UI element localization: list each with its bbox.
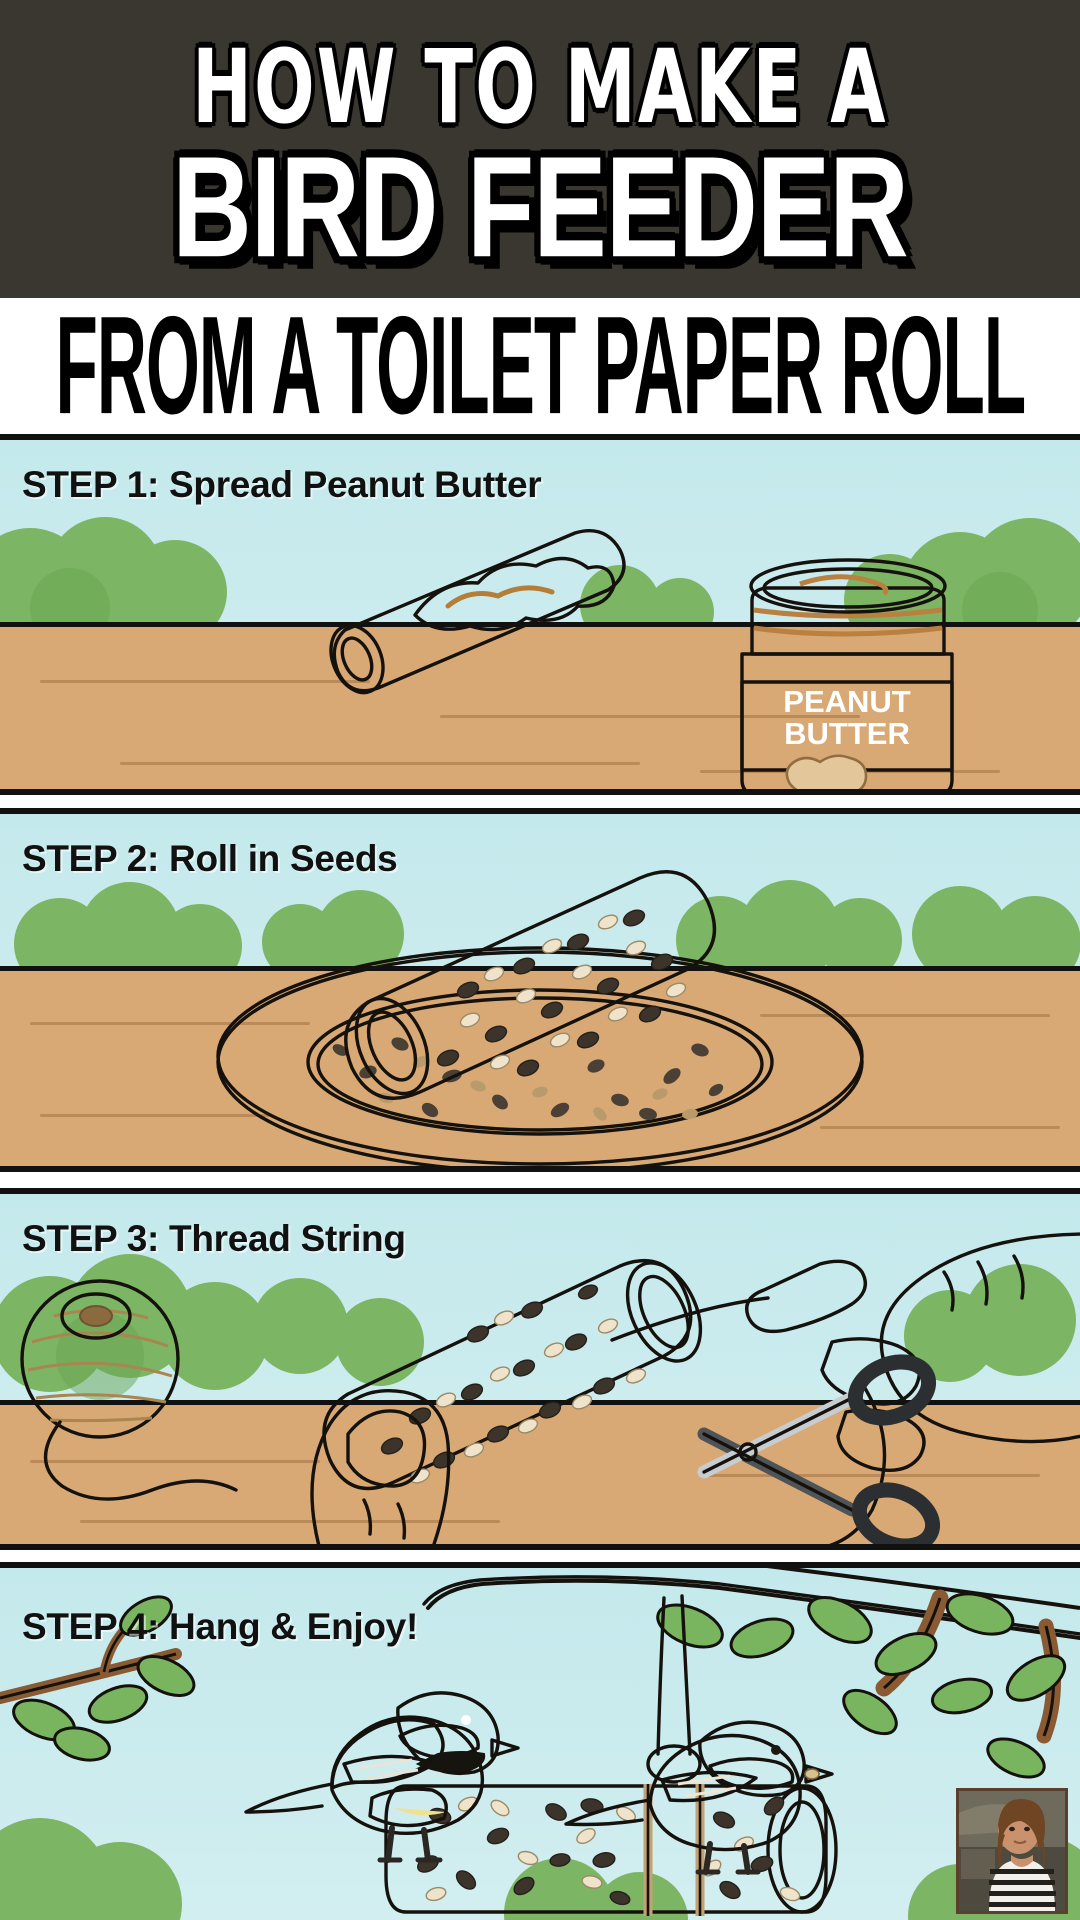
step-4-label: STEP 4: Hang & Enjoy!	[22, 1606, 418, 1647]
peanut-icon	[785, 754, 868, 789]
header-line-1: HOW TO MAKE A	[192, 27, 888, 147]
left-twig	[0, 1595, 196, 1762]
wood-grain-line	[820, 1126, 1060, 1129]
hedge-row	[0, 1818, 1080, 1920]
step-2-illustration	[216, 870, 864, 1166]
step-1-label: STEP 1: Spread Peanut Butter	[22, 464, 542, 505]
step-4-illustration	[0, 1568, 1080, 1920]
wooden-table-surface	[0, 1400, 1080, 1544]
hanging-bird-feeder	[384, 1784, 838, 1916]
birdseed-pile	[316, 996, 764, 1132]
peanut-butter-spread	[413, 556, 616, 632]
wood-grain-line	[760, 1014, 1050, 1017]
right-hand-threading-string	[745, 1232, 1080, 1472]
step-2-panel: STEP 2: Roll in Seeds	[0, 808, 1080, 1172]
step-3-illustration	[20, 1232, 1080, 1544]
tree-branch	[422, 1568, 1080, 1779]
wood-grain-line	[30, 1022, 310, 1025]
header-line-3: FROM A TOILET PAPER ROLL	[55, 288, 1026, 444]
white-plate	[216, 946, 864, 1166]
twine-ball	[20, 1279, 238, 1501]
toilet-paper-roll	[329, 528, 626, 695]
author-photo-thumbnail[interactable]	[956, 1788, 1068, 1914]
step-1-illustration: PEANUT BUTTER	[329, 528, 954, 789]
step-4-panel: STEP 4: Hang & Enjoy!	[0, 1562, 1080, 1920]
header-dark-banner: HOW TO MAKE A BIRD FEEDER	[0, 0, 1080, 298]
jar-label-line-2: BUTTER	[784, 716, 910, 751]
jar-label-line-1: PEANUT	[783, 684, 911, 719]
wood-grain-line	[40, 680, 370, 683]
hedge-row	[14, 880, 1080, 990]
step-3-panel: STEP 3: Thread String	[0, 1188, 1080, 1550]
wood-grain-line	[120, 762, 640, 765]
header-white-banner: FROM A TOILET PAPER ROLL	[0, 288, 1080, 444]
wooden-table-surface	[0, 622, 1080, 789]
peanut-butter-jar: PEANUT BUTTER	[740, 558, 954, 789]
thumbnail-photo	[959, 1791, 1065, 1911]
wood-grain-line	[700, 1474, 1040, 1477]
left-hand-holding-roll	[310, 1389, 451, 1544]
step-3-label: STEP 3: Thread String	[22, 1218, 406, 1259]
seed-coated-roll	[322, 1258, 703, 1491]
wood-grain-line	[80, 1520, 500, 1523]
scissors	[697, 1354, 941, 1544]
wood-grain-line	[30, 1460, 320, 1463]
header-line-2: BIRD FEEDER	[172, 127, 909, 289]
chickadee-bird	[244, 1691, 520, 1863]
wood-grain-line	[40, 1114, 270, 1117]
wood-grain-line	[440, 715, 860, 718]
sparrow-bird	[564, 1720, 834, 1875]
step-1-panel: PEANUT BUTTER STEP 1: Spread Peanut Butt…	[0, 434, 1080, 795]
seed-coated-roll	[344, 870, 717, 1100]
sky-background	[0, 1568, 1080, 1920]
feeder-hanging-string	[646, 1594, 702, 1784]
step-2-label: STEP 2: Roll in Seeds	[22, 838, 398, 879]
